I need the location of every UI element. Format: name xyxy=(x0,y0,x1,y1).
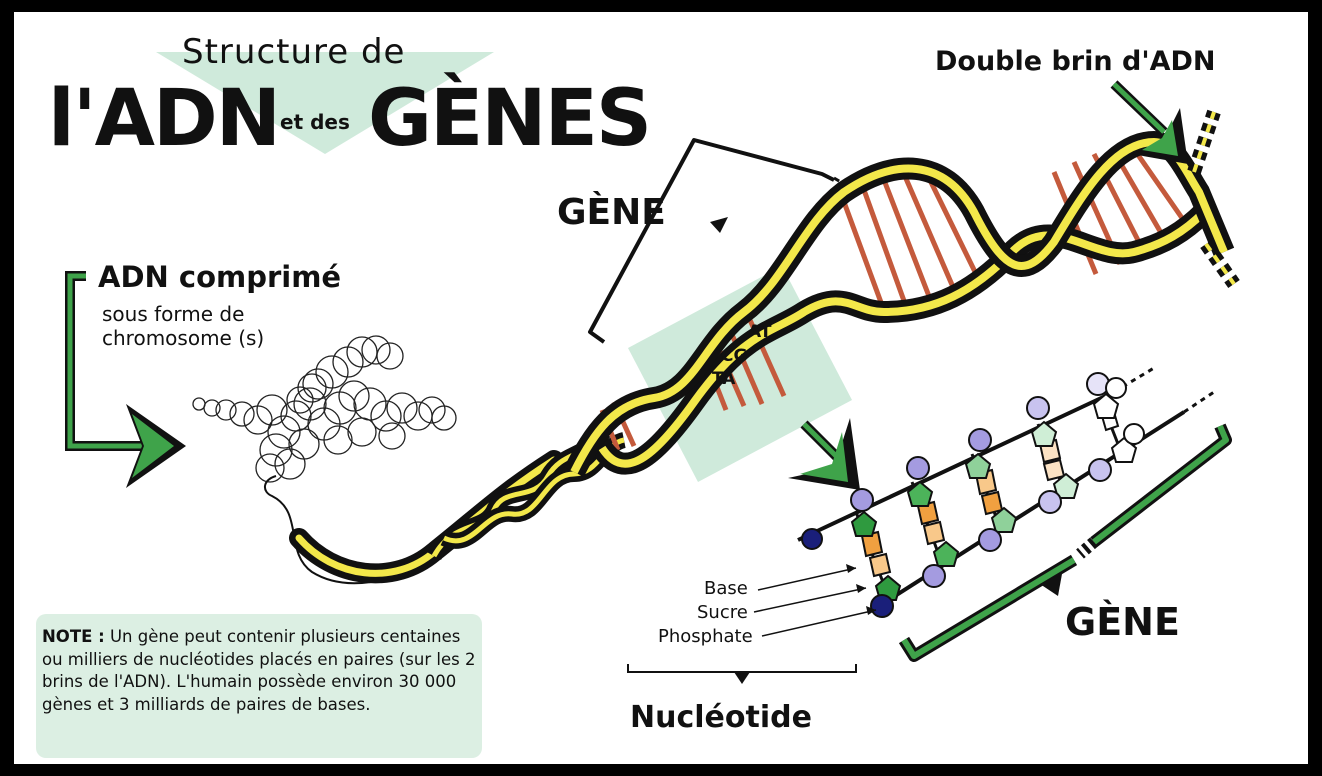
base-pair-at: AT xyxy=(748,322,771,342)
diagram-panel: Structure de l'ADN et des GÈNES Double b… xyxy=(14,12,1308,764)
note-text: NOTE : Un gène peut contenir plusieurs c… xyxy=(42,626,482,716)
base-pair-cg: CG xyxy=(721,346,747,366)
title-adn: l'ADN xyxy=(48,80,279,158)
chromosome-caption: sous forme de chromosome (s) xyxy=(102,302,332,350)
title-genes: GÈNES xyxy=(368,80,650,158)
base-label: Base xyxy=(704,578,748,599)
note-body: Un gène peut contenir plusieurs centaine… xyxy=(42,627,475,714)
nucleotide-pointers xyxy=(754,568,876,636)
gene-label-bottom: GÈNE xyxy=(1065,600,1180,644)
note-prefix: NOTE : xyxy=(42,627,105,646)
title-connector: et des xyxy=(280,110,350,134)
double-strand-label: Double brin d'ADN xyxy=(935,46,1216,77)
compressed-dna-label: ADN comprimé xyxy=(98,260,341,294)
base-pair-ta: TA xyxy=(712,369,735,389)
title-line-1: Structure de xyxy=(182,32,405,72)
sugar-label: Sucre xyxy=(697,602,748,623)
chromosome-coils xyxy=(193,336,456,482)
gene-bracket-pointer xyxy=(710,217,728,233)
nucleotide-label: Nucléotide xyxy=(630,700,812,735)
nucleotide-brace xyxy=(628,664,856,672)
green-chevron-arrow-icon xyxy=(788,418,860,490)
dna-helix xyxy=(299,112,1234,573)
phosphate-label: Phosphate xyxy=(658,626,753,647)
gene-label-top: GÈNE xyxy=(557,192,666,233)
